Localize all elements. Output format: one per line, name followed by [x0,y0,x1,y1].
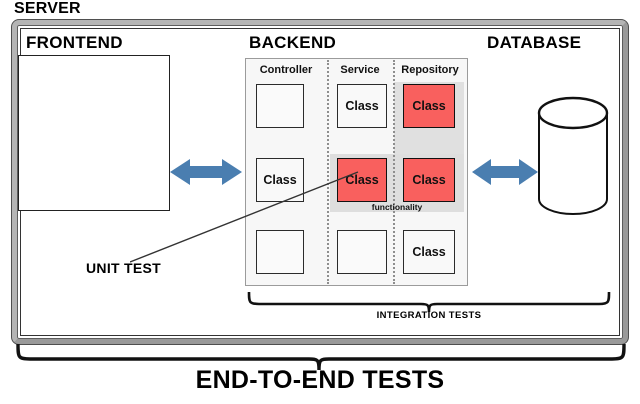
frontend-box [18,55,170,211]
database-cylinder-icon [537,96,609,215]
functionality-label: functionality [371,202,423,212]
class-box-repository-2: Class [403,158,455,202]
unit-test-leader-line [130,171,359,263]
double-arrow-icon-frontend-backend [170,159,242,185]
column-header-repository: Repository [401,64,459,76]
server-label: SERVER [14,0,81,17]
class-box-service-3 [337,230,387,274]
frontend-title: FRONTEND [26,33,123,52]
column-header-service: Service [340,64,380,76]
unit-test-label: UNIT TEST [86,260,162,276]
column-divider-2 [393,60,395,284]
class-box-repository-1: Class [403,84,455,128]
double-arrow-icon-backend-database [472,159,538,185]
column-header-controller: Controller [259,64,313,76]
integration-tests-brace [247,292,611,312]
integration-tests-label: INTEGRATION TESTS [376,310,482,321]
backend-title: BACKEND [249,33,337,52]
class-box-controller-2: Class [256,158,304,202]
end-to-end-tests-brace [16,344,626,370]
database-title: DATABASE [487,33,582,52]
column-divider-1 [327,60,329,284]
class-box-controller-1 [256,84,304,128]
class-box-controller-3 [256,230,304,274]
end-to-end-tests-label: END-TO-END TESTS [195,366,445,394]
class-box-service-1: Class [337,84,387,128]
class-box-repository-3: Class [403,230,455,274]
class-box-service-2: Class [337,158,387,202]
